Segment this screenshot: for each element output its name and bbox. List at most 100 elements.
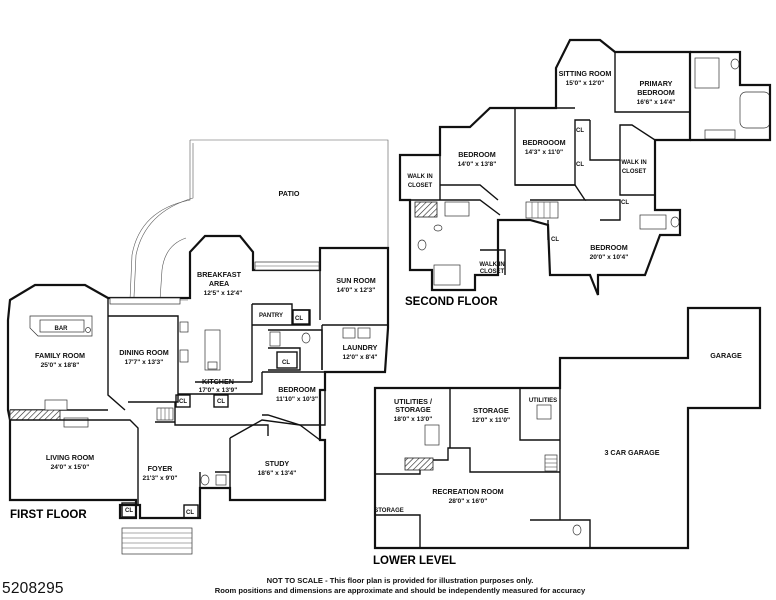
- primary-bedroom-label-2: BEDROOM: [637, 88, 675, 97]
- recreation-room-label: RECREATION ROOM: [432, 487, 503, 496]
- utility-unit: [424, 424, 440, 446]
- stair-icon-lower: [544, 454, 558, 472]
- living-room-wall: [10, 419, 139, 505]
- family-room-dim: 25'0" x 18'8": [41, 362, 80, 369]
- garage-label: GARAGE: [710, 351, 742, 360]
- second-floor-title: SECOND FLOOR: [405, 296, 498, 308]
- recreation-room-dim: 28'0" x 16'0": [449, 498, 488, 505]
- sink-icon-foyer: [215, 474, 227, 486]
- stair-icon-patio: [254, 261, 320, 271]
- disclaimer-line-2: Room positions and dimensions are approx…: [214, 586, 586, 595]
- dining-room-dim: 17'7" x 13'3": [125, 359, 164, 366]
- patio-walkway: [133, 143, 194, 298]
- walk-in-closet-c-label-2: CLOSET: [480, 269, 505, 275]
- kitchen-label: KITCHEN: [202, 377, 234, 386]
- primary-bedroom-label-1: PRIMARY: [640, 79, 673, 88]
- closet-label: CL: [282, 360, 290, 366]
- foyer-dim: 21'3" x 9'0": [142, 475, 177, 482]
- vanity-icon-primary: [704, 129, 736, 140]
- bedroom-2b-dim: 14'3" x 11'0": [525, 149, 563, 156]
- primary-bedroom-dim: 16'6" x 14'4": [637, 99, 676, 106]
- disclaimer-line-1: NOT TO SCALE - This floor plan is provid…: [266, 576, 534, 585]
- closet-kitchen-2: [213, 394, 229, 408]
- dining-room-wall: [108, 315, 179, 403]
- three-car-garage-label: 3 CAR GARAGE: [604, 448, 659, 457]
- pantry-label: PANTRY: [259, 313, 283, 319]
- kitchen-wall: [178, 297, 263, 395]
- closet-label: CL: [621, 200, 629, 206]
- first-floor-title: FIRST FLOOR: [10, 509, 87, 521]
- hall-wall: [155, 402, 269, 436]
- closet-label: CL: [295, 316, 303, 322]
- toilet-icon: [301, 332, 311, 344]
- bedroom-2a-dim: 14'0" x 13'8": [458, 161, 497, 168]
- stair-icon-hall: [156, 407, 174, 421]
- vanity-icon-second: [639, 214, 667, 230]
- stair-icon-second: [525, 201, 559, 219]
- primary-suite-wall: [614, 52, 690, 141]
- closet-label: CL: [186, 510, 194, 516]
- tub-icon-primary: [739, 91, 771, 129]
- storage-lower-label: STORAGE: [473, 406, 509, 415]
- first-bedroom-label: BEDROOM: [278, 385, 316, 394]
- range-icon: [179, 321, 189, 333]
- bedroom-2c-dim: 20'0" x 10'4": [590, 254, 629, 261]
- second-floor-plan: [398, 38, 772, 296]
- closet-label: CL: [551, 237, 559, 243]
- breakfast-label-2: AREA: [209, 279, 229, 288]
- washer-icon: [342, 327, 356, 339]
- closet-label: CL: [217, 399, 225, 405]
- sink-icon: [269, 331, 281, 347]
- sun-room-label: SUN ROOM: [336, 276, 376, 285]
- bedroom-2c-label: BEDROOM: [590, 243, 628, 252]
- foyer-label: FOYER: [148, 464, 174, 473]
- sitting-room-dim: 15'0" x 12'0": [566, 80, 605, 87]
- toilet-icon-primary: [730, 58, 740, 70]
- bedroom-2b-label: BEDROOOM: [522, 138, 565, 147]
- second-floor-closet-walls: [480, 160, 655, 275]
- breakfast-dim: 12'5" x 12'4": [204, 290, 243, 297]
- utility-unit-2: [536, 404, 552, 420]
- fireplace-icon: [9, 409, 61, 421]
- toilet-icon-second-2: [670, 216, 680, 228]
- first-bedroom-wall: [262, 371, 326, 426]
- utilities-label: UTILITIES: [529, 398, 557, 404]
- closet-kitchen: [175, 394, 191, 408]
- first-floor-plan: [6, 139, 390, 555]
- walk-in-closet-a-label-1: WALK IN: [407, 174, 432, 180]
- second-floor-hall-walls: [400, 127, 587, 216]
- study-dim: 18'6" x 13'4": [258, 470, 297, 477]
- bar-label: BAR: [55, 326, 69, 332]
- lower-level-title: LOWER LEVEL: [373, 555, 456, 567]
- patio-step: [159, 237, 187, 301]
- utilities-storage-dim: 18'0" x 13'0": [394, 416, 433, 423]
- closet-label: CL: [125, 508, 133, 514]
- walk-in-closet-c-label-1: WALK IN: [479, 262, 504, 268]
- tub-icon: [433, 264, 461, 286]
- utilities-storage-label-1: UTILITIES /: [394, 397, 432, 406]
- fireplace-living: [63, 417, 89, 428]
- closet-label: CL: [576, 162, 584, 168]
- sitting-room-label: SITTING ROOM: [559, 69, 612, 78]
- toilet-icon-second: [417, 239, 427, 251]
- closet-foyer: [121, 502, 137, 518]
- living-room-label: LIVING ROOM: [46, 453, 94, 462]
- bedroom-2a-label: BEDROOM: [458, 150, 496, 159]
- laundry-dim: 12'0" x 8'4": [342, 354, 377, 361]
- walk-in-closet-b-label-1: WALK IN: [621, 160, 646, 166]
- kitchen-island: [204, 329, 221, 371]
- utilities-storage-label-2: STORAGE: [395, 405, 431, 414]
- shower-icon-primary: [694, 57, 720, 89]
- lower-level-walls: [375, 388, 591, 548]
- laundry-label: LAUNDRY: [343, 343, 378, 352]
- toilet-icon-lower: [572, 524, 582, 536]
- lower-level-chimney: [404, 457, 434, 471]
- closet-hall: [276, 351, 298, 369]
- dryer-icon: [357, 327, 371, 339]
- closet-label: CL: [576, 128, 584, 134]
- study-wall: [229, 419, 321, 488]
- living-room-dim: 24'0" x 15'0": [51, 464, 90, 471]
- disclaimer: NOT TO SCALE - This floor plan is provid…: [150, 576, 650, 596]
- closet-pantry: [292, 309, 310, 325]
